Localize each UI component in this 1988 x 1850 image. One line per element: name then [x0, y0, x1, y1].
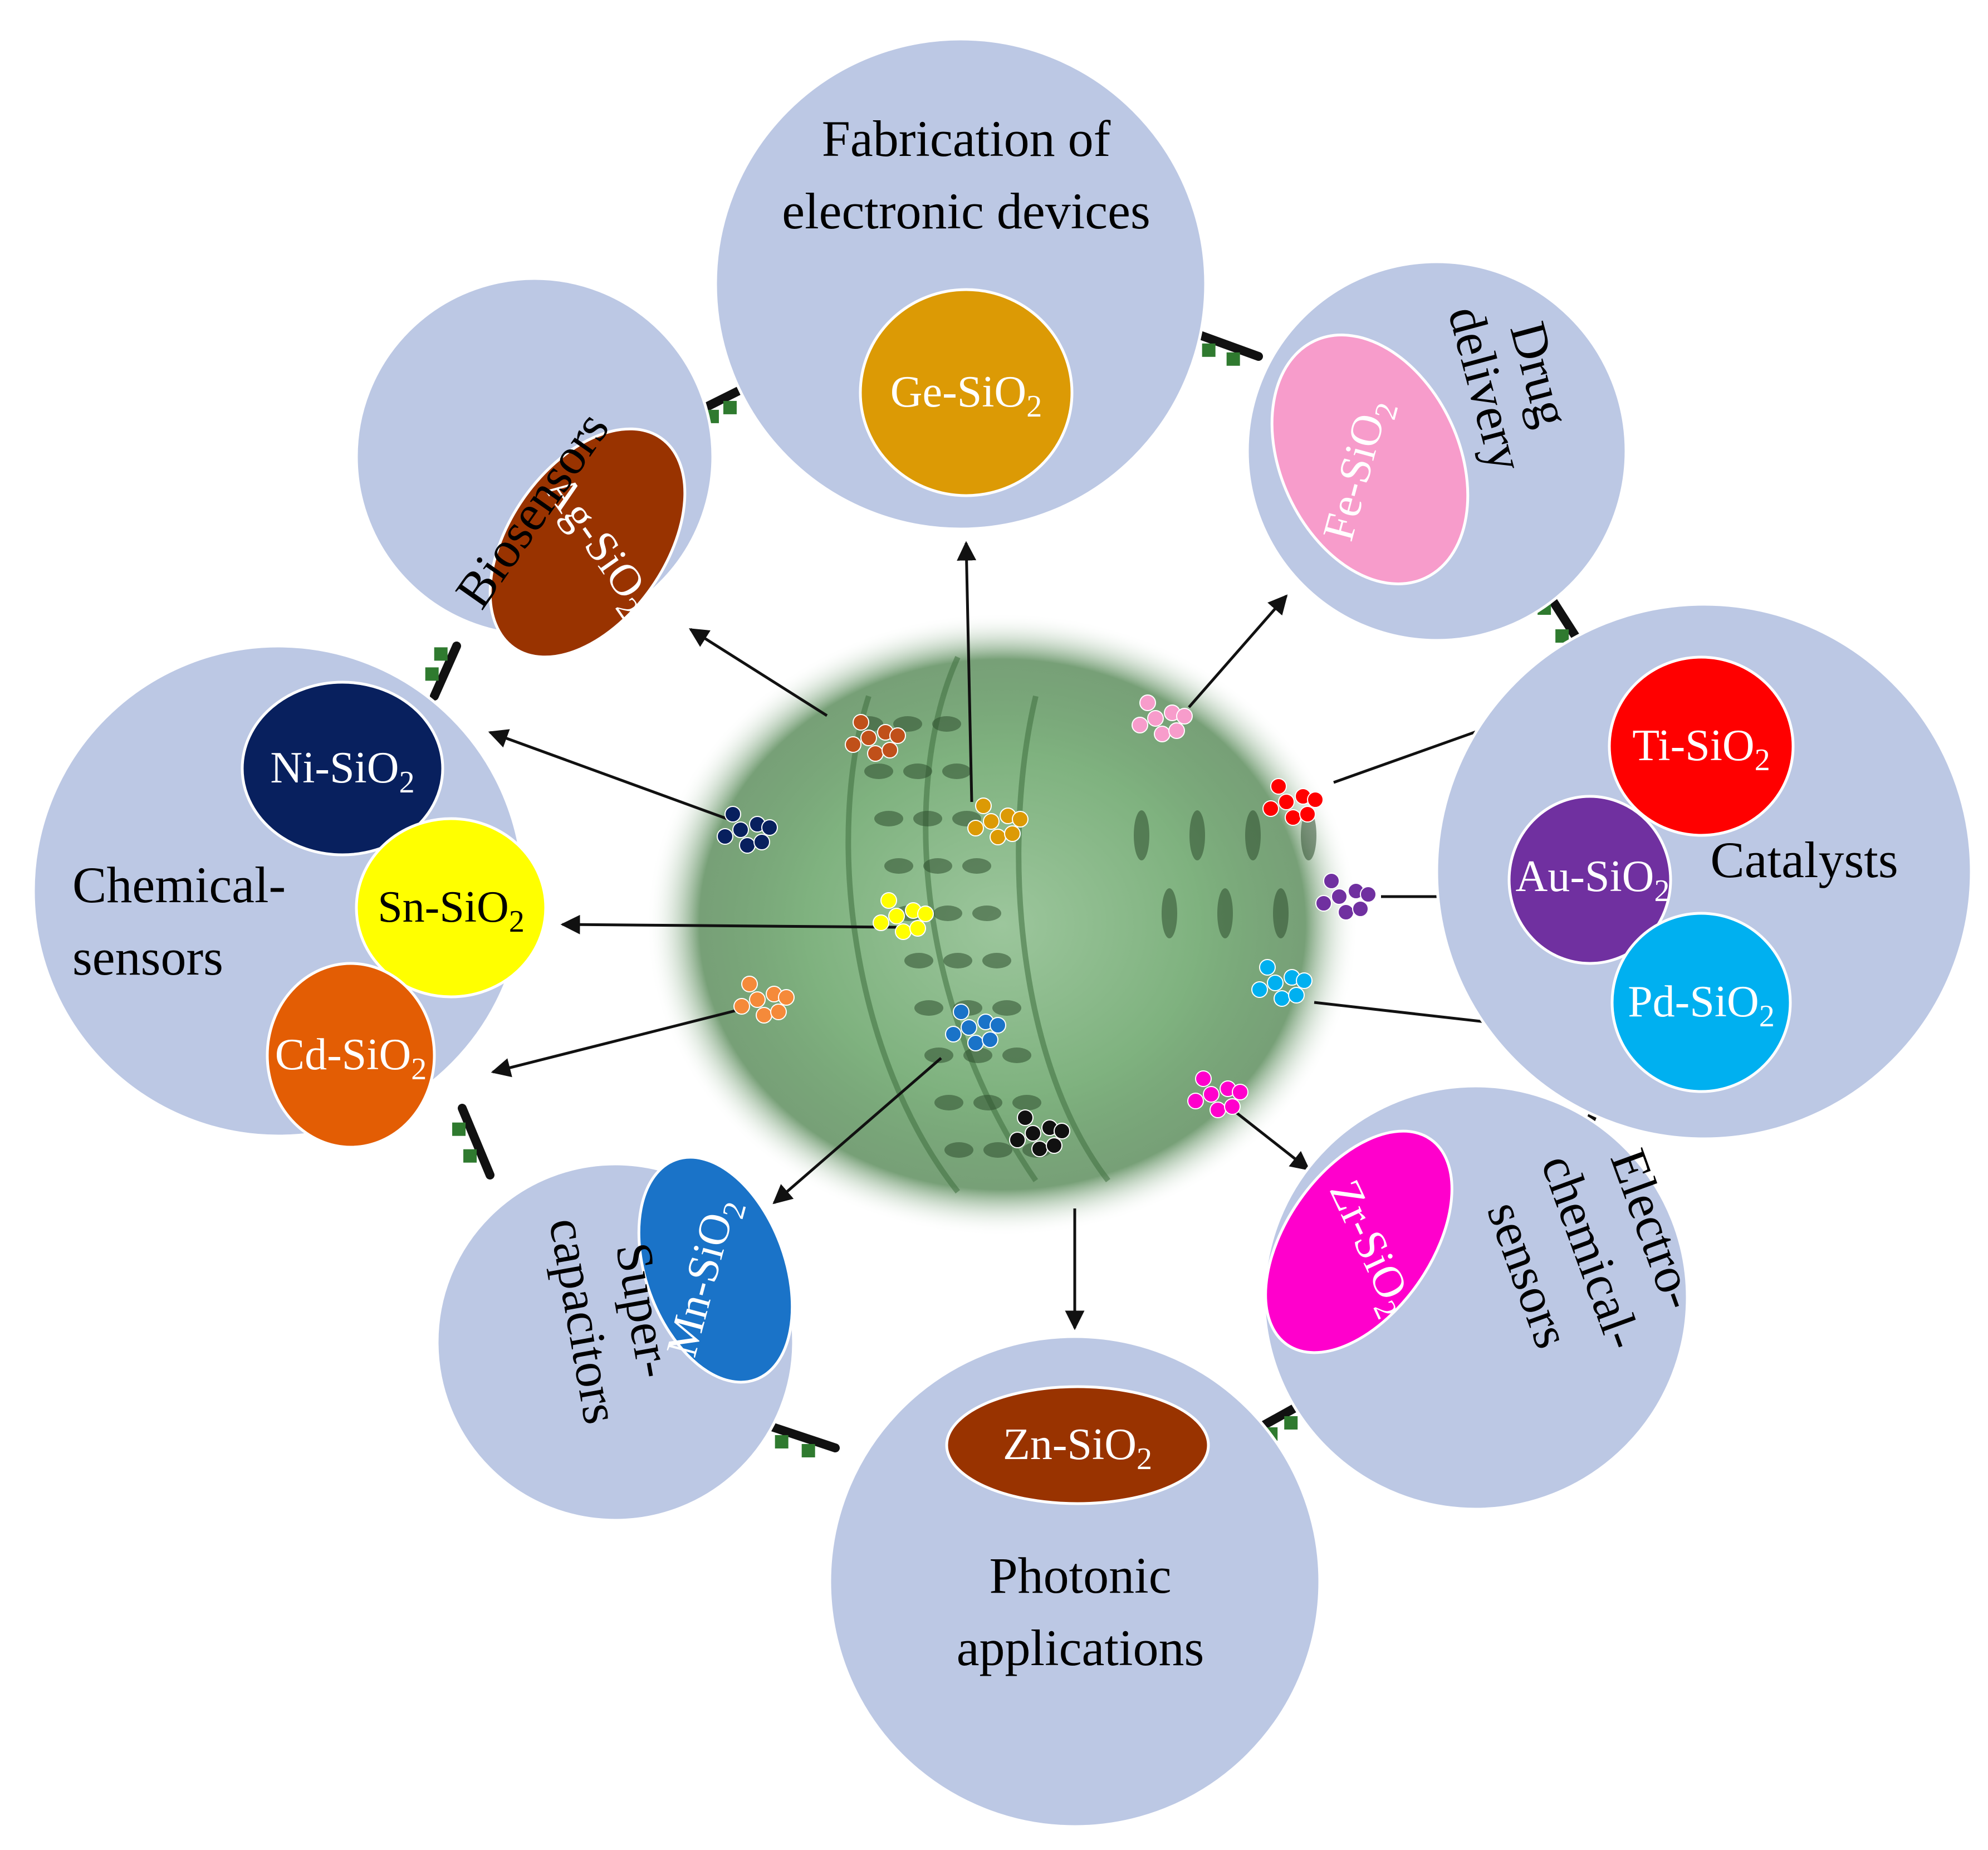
arrow: [689, 628, 828, 717]
application-label-line: applications: [957, 1619, 1204, 1676]
connector-nub: [434, 647, 448, 661]
composite-zr-siosio2: Zr-SiO2: [1264, 1129, 1453, 1354]
connector-nub: [723, 400, 737, 414]
connector-nub: [425, 667, 439, 681]
application-label-line: Catalysts: [1710, 831, 1898, 888]
nanoparticle-cluster: [1251, 959, 1313, 1007]
ring-connector: [764, 1421, 840, 1457]
ring-connector: [452, 1104, 494, 1180]
connector-nub: [1555, 629, 1569, 643]
application-label: Photonic applications: [957, 1547, 1204, 1676]
nanoparticle-cluster: [845, 714, 906, 762]
application-label: Fabrication of electronic devices: [782, 110, 1150, 239]
application-label-line: Fabrication of: [822, 110, 1111, 167]
composite-label: Cd-SiO2: [275, 1030, 427, 1086]
diatom-image: [646, 613, 1359, 1236]
nanoparticle-cluster: [945, 1004, 1006, 1051]
composite-ge-siosio2: Ge-SiO2: [859, 288, 1074, 497]
composite-pd-siosio2: Pd-SiO2: [1610, 912, 1792, 1093]
composite-label: Ti-SiO2: [1632, 721, 1770, 777]
application-label: Catalysts: [1710, 831, 1898, 888]
composite-ni-siosio2: Ni-SiO2: [241, 681, 444, 857]
connector-nub: [775, 1435, 789, 1448]
composite-ti-siosio2: Ti-SiO2: [1608, 655, 1795, 837]
nanoparticle-cluster: [1262, 778, 1324, 826]
ring-connector: [425, 642, 461, 701]
arrows: [488, 541, 1561, 1330]
nanoparticle-cluster: [717, 806, 778, 854]
composite-ag-siosio2: Ag-SiO2: [488, 427, 687, 659]
arrow: [488, 729, 727, 820]
composite-cd-siosio2: Cd-SiO2: [266, 962, 436, 1149]
connector-nub: [1284, 1416, 1298, 1430]
connector-nub: [1202, 343, 1216, 357]
composite-zn-siosio2: Zn-SiO2: [945, 1385, 1210, 1505]
composite-mn-siosio2: Mn-SiO2: [637, 1156, 794, 1384]
application-label: Chemical-sensors: [72, 857, 286, 986]
nanoparticle-cluster: [1009, 1109, 1070, 1157]
application-label-line: sensors: [72, 929, 223, 986]
nanoparticle-cluster: [967, 797, 1029, 845]
arrow: [772, 1057, 942, 1205]
composite-label: Pd-SiO2: [1628, 977, 1775, 1034]
composite-label: Ni-SiO2: [270, 743, 414, 800]
composite-sn-siosio2: Sn-SiO2: [355, 817, 547, 999]
nanoparticle-cluster: [1315, 873, 1377, 921]
arrow: [957, 541, 977, 802]
application-label-line: electronic devices: [782, 183, 1150, 239]
application-label-line: Chemical-: [72, 857, 286, 913]
composite-label: Zn-SiO2: [1003, 1420, 1152, 1476]
connector-nub: [801, 1443, 815, 1457]
application-circle: [714, 37, 1207, 531]
nanoparticle-cluster: [733, 976, 795, 1024]
arrow: [560, 914, 897, 934]
nanoparticle-cluster: [1132, 694, 1193, 742]
application-circle: [1435, 603, 1973, 1141]
connector-nub: [452, 1122, 466, 1136]
arrow: [491, 1006, 747, 1078]
composite-au-siosio2: Au-SiO2: [1507, 795, 1672, 965]
composite-fe-siosio2: Fe-SiO2: [1270, 334, 1470, 585]
connector-nub: [463, 1149, 477, 1163]
nanoparticle-cluster: [1187, 1070, 1248, 1118]
composite-label: Ge-SiO2: [890, 368, 1042, 424]
composite-label: Sn-SiO2: [378, 883, 525, 939]
ring-connector: [1193, 330, 1263, 366]
nanoparticle-cluster: [873, 892, 934, 940]
arrow: [1188, 594, 1288, 708]
nanoparticle-clusters: [717, 694, 1377, 1157]
composite-label: Au-SiO2: [1516, 852, 1670, 908]
arrow: [1230, 1107, 1310, 1171]
application-fabrication: Ge-SiO2 Fabrication of electronic devices: [714, 37, 1207, 531]
connector-nub: [1226, 352, 1240, 366]
application-label-line: Photonic: [989, 1547, 1171, 1604]
